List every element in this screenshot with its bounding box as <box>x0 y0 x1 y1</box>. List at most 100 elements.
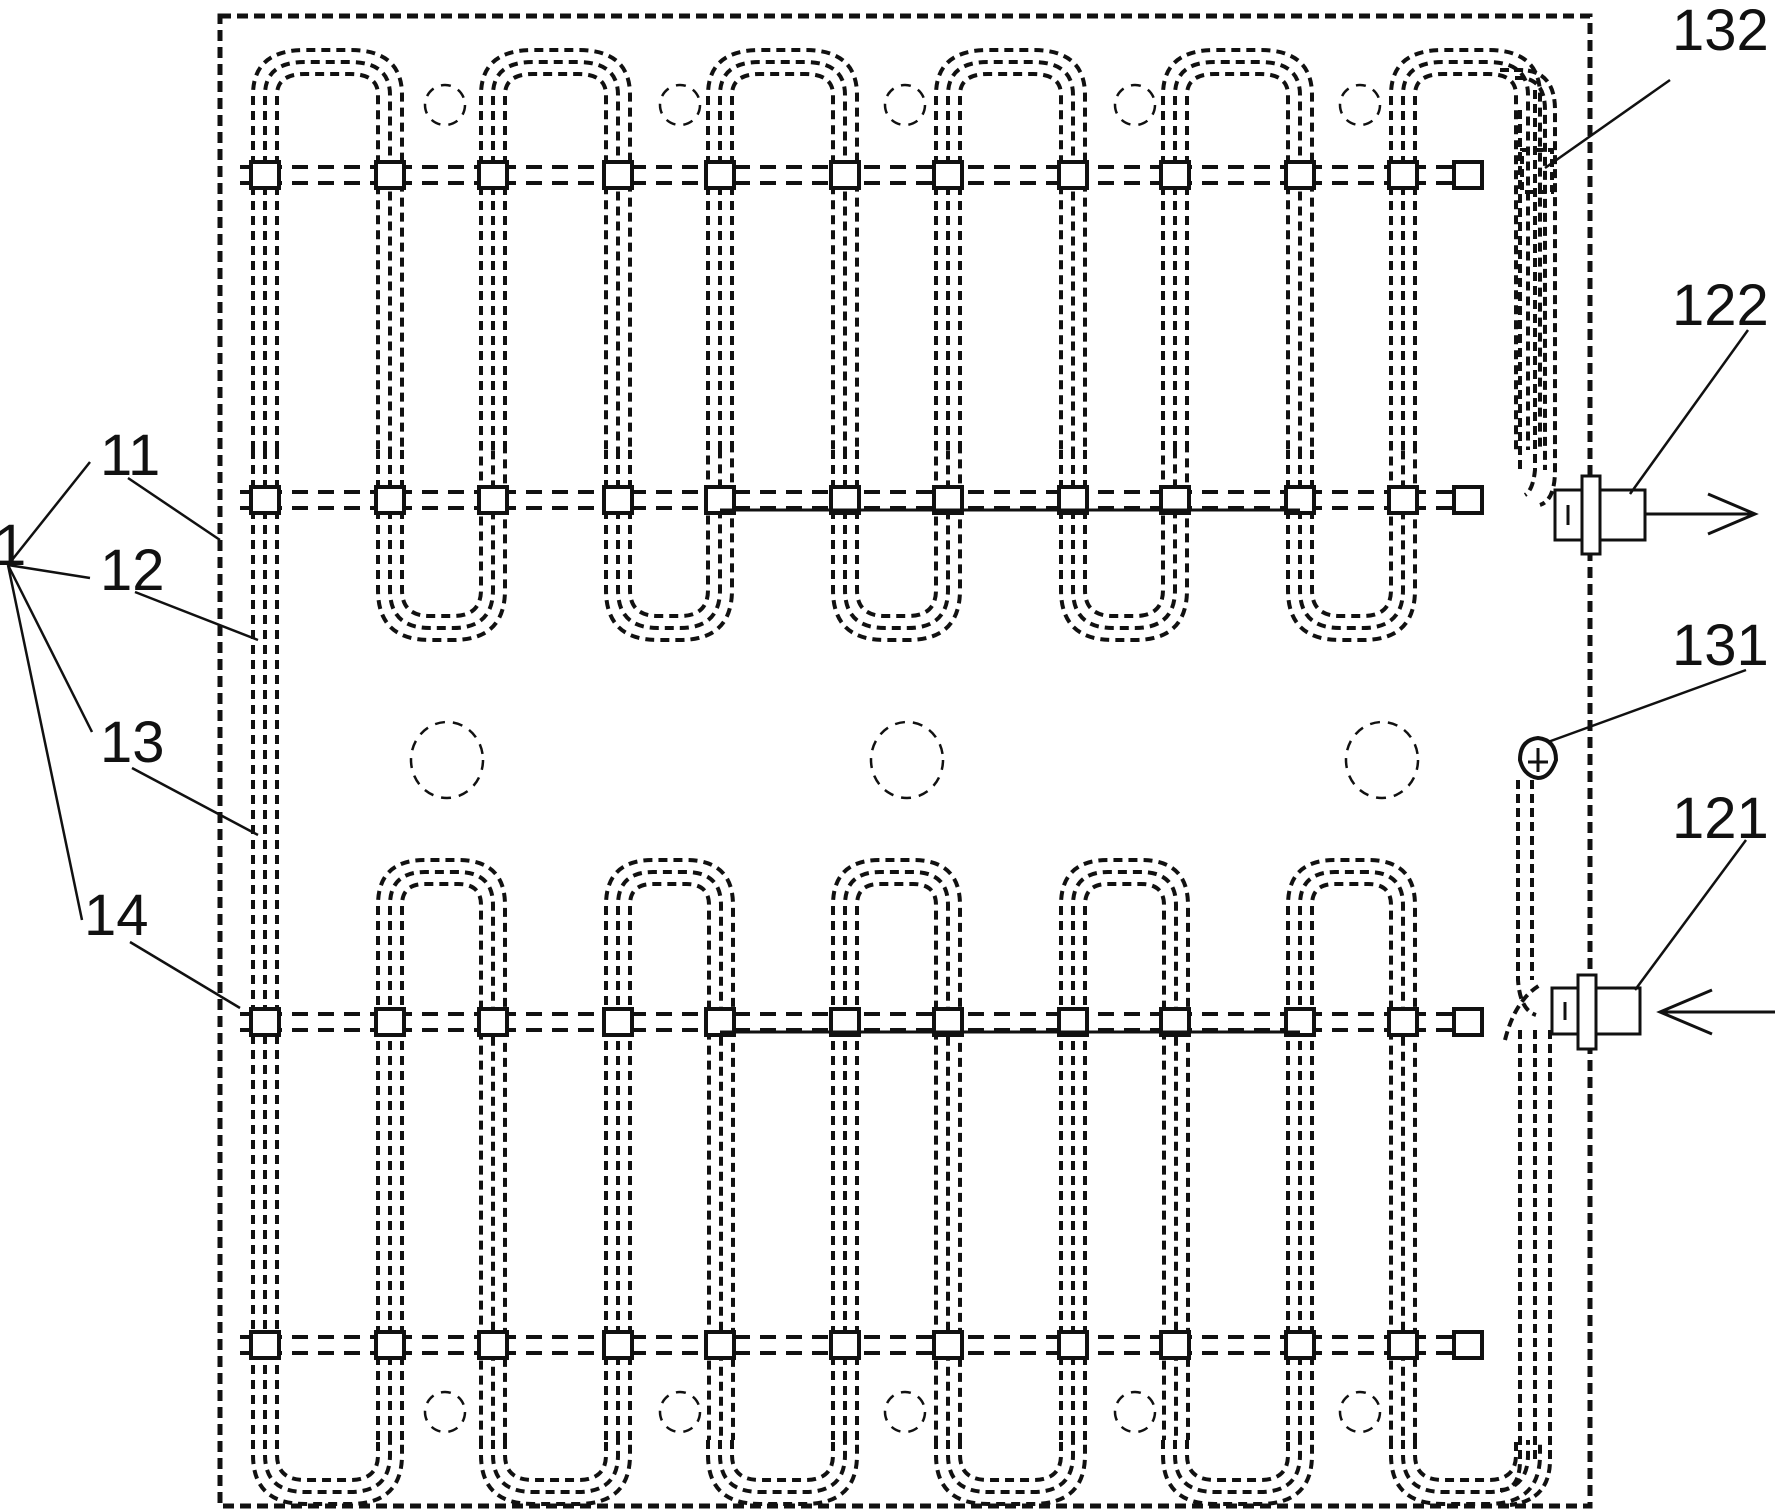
tube-u-upper <box>1071 450 1177 630</box>
crossbar-clip <box>1284 160 1316 190</box>
crossbar-clip <box>1387 160 1419 190</box>
support-small-bottom <box>423 1390 467 1434</box>
tube-arch-lower <box>388 870 495 1440</box>
support-small-bottom <box>883 1390 927 1434</box>
label-121: 121 <box>1672 786 1769 851</box>
crossbar-clip <box>477 160 509 190</box>
tube-arch-upper <box>1401 60 1530 450</box>
outlet-fitting-122 <box>1553 474 1647 556</box>
crossbar-clip <box>829 160 861 190</box>
inlet-arrow <box>1656 988 1775 1036</box>
tube-u-upper <box>388 450 495 630</box>
crossbar-clip <box>1387 485 1419 515</box>
tube-arch-lower <box>855 882 938 1440</box>
tube-arch-upper <box>934 48 1087 450</box>
crossbar-clip <box>1452 1007 1484 1037</box>
crossbar-clip <box>1387 1330 1419 1360</box>
support-small-bottom <box>1113 1390 1157 1434</box>
tube-u-lower <box>958 1440 1063 1482</box>
tube-arch-upper <box>730 72 835 450</box>
tube-arch-upper <box>251 48 404 450</box>
support-large <box>409 720 485 800</box>
crossbar-clip <box>932 1330 964 1360</box>
crossbar-clip <box>477 485 509 515</box>
crossbar-clip <box>602 1007 634 1037</box>
tube-u-lower <box>491 1440 620 1494</box>
tube-u-upper <box>1310 450 1393 618</box>
support-small-bottom <box>1338 1390 1382 1434</box>
tube-arch-upper <box>503 72 608 450</box>
crossbar-clip <box>249 1330 281 1360</box>
tube-u-lower <box>479 1440 632 1506</box>
tube-u-upper <box>1298 450 1405 630</box>
crossbar-clip <box>374 160 406 190</box>
tube-u-lower <box>1161 1440 1314 1506</box>
tube-u-lower <box>275 1440 380 1482</box>
tube-u-lower <box>946 1440 1075 1494</box>
tube-u-lower <box>934 1440 1087 1506</box>
tube-u-lower <box>263 1440 392 1494</box>
support-small-top <box>1113 83 1157 127</box>
tube-u-upper <box>628 450 710 618</box>
crossbar-clip <box>1452 160 1484 190</box>
crossbar-clip <box>829 1330 861 1360</box>
tube-arch-upper <box>718 60 847 450</box>
crossbar-clip <box>1387 1007 1419 1037</box>
tube-arch-lower <box>1071 870 1178 1440</box>
tube-arch-upper <box>491 60 620 450</box>
crossbar-clip <box>932 160 964 190</box>
connection-131 <box>1517 735 1559 781</box>
tube-u-lower <box>251 1440 404 1506</box>
crossbar-clip <box>1452 485 1484 515</box>
tube-arch-upper <box>1389 48 1542 450</box>
connection-132 <box>1520 148 1554 194</box>
panel-outline <box>217 13 1593 1509</box>
tube-u-upper <box>616 450 722 630</box>
crossbar-clip <box>1159 160 1191 190</box>
crossbar-clip <box>1057 160 1089 190</box>
tube-arch-lower <box>1310 882 1393 1440</box>
tube-arch-lower <box>1286 858 1417 1440</box>
support-small-bottom <box>658 1390 702 1434</box>
crossbar-clip <box>374 485 406 515</box>
tube-arch-upper <box>1161 48 1314 450</box>
tube-arch-lower <box>628 882 711 1440</box>
tube-arch-lower <box>843 870 950 1440</box>
tube-arch-upper <box>946 60 1075 450</box>
support-large <box>869 720 945 800</box>
support-small-top <box>883 83 927 127</box>
tube-u-lower <box>1389 1440 1542 1506</box>
label-1: 1 <box>0 513 26 578</box>
crossbar-clip <box>1452 1330 1484 1360</box>
tube-u-upper <box>400 450 483 618</box>
tube-u-upper <box>1083 450 1165 618</box>
tube-arch-lower <box>376 858 507 1440</box>
crossbar-clip <box>1284 1330 1316 1360</box>
crossbar-clip <box>249 485 281 515</box>
crossbar-clip <box>602 160 634 190</box>
crossbar-clip <box>704 1330 736 1360</box>
label-132: 132 <box>1672 0 1769 63</box>
tube-u-lower <box>503 1440 608 1482</box>
crossbar-clip <box>477 1330 509 1360</box>
support-small-top <box>423 83 467 127</box>
serpentine-tube-group <box>251 48 1542 1506</box>
tube-u-lower <box>1185 1440 1290 1482</box>
crossbar-clip <box>374 1330 406 1360</box>
tube-u-lower <box>1413 1440 1518 1482</box>
crossbar-clip <box>1159 1330 1191 1360</box>
tube-u-upper <box>376 450 507 642</box>
tube-u-lower <box>718 1440 847 1494</box>
label-14: 14 <box>84 883 149 948</box>
tube-u-lower <box>1173 1440 1302 1494</box>
tube-arch-lower <box>1059 858 1190 1440</box>
crossbar-clip <box>1057 1330 1089 1360</box>
outlet-arrow <box>1645 492 1759 536</box>
tube-u-upper <box>1286 450 1417 642</box>
crossbar-clip <box>704 160 736 190</box>
tube-arch-upper <box>275 72 380 450</box>
tube-arch-upper <box>1413 72 1518 450</box>
tube-u-upper <box>831 450 962 642</box>
